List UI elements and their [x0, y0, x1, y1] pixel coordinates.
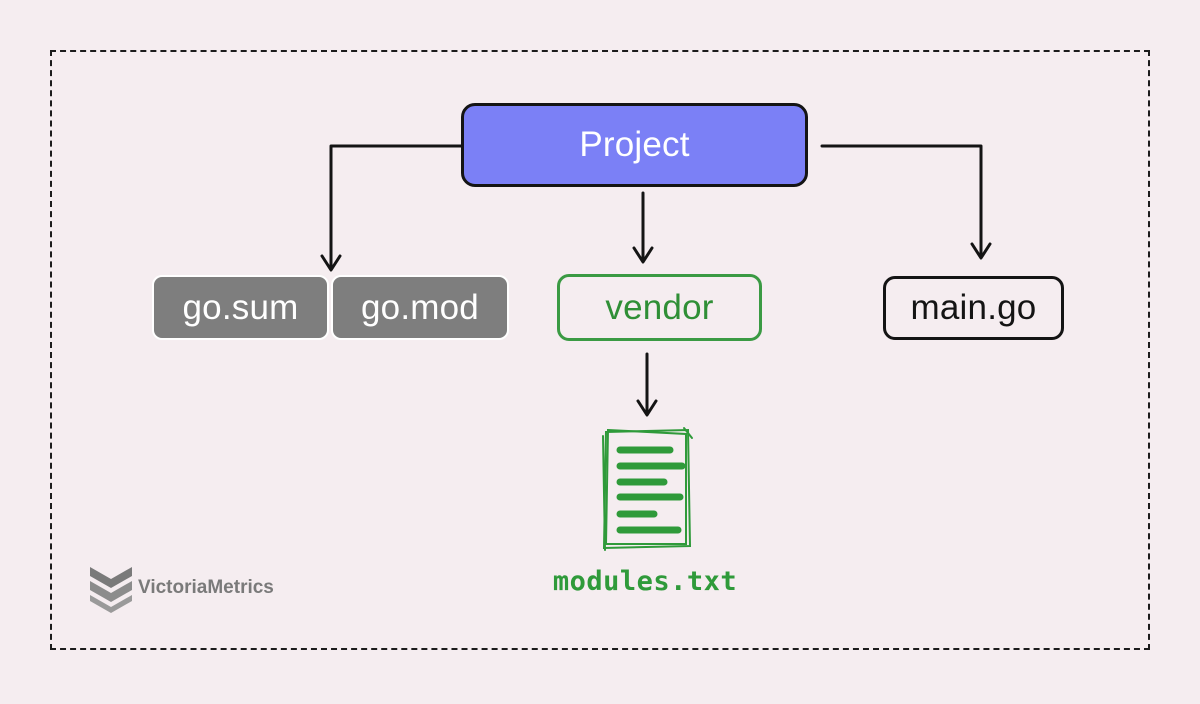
vendor-node: vendor	[557, 274, 762, 341]
victoriametrics-logo-icon	[90, 567, 132, 613]
brand-name: VictoriaMetrics	[138, 577, 274, 598]
document-icon	[602, 427, 693, 551]
go-sum-node: go.sum	[152, 275, 329, 340]
main-go-node: main.go	[883, 276, 1064, 340]
brand-logo: VictoriaMetrics	[88, 562, 274, 614]
go-mod-node: go.mod	[331, 275, 509, 340]
dashed-boundary	[50, 50, 1150, 650]
modules-txt-label: modules.txt	[552, 566, 738, 597]
project-node: Project	[461, 103, 808, 187]
